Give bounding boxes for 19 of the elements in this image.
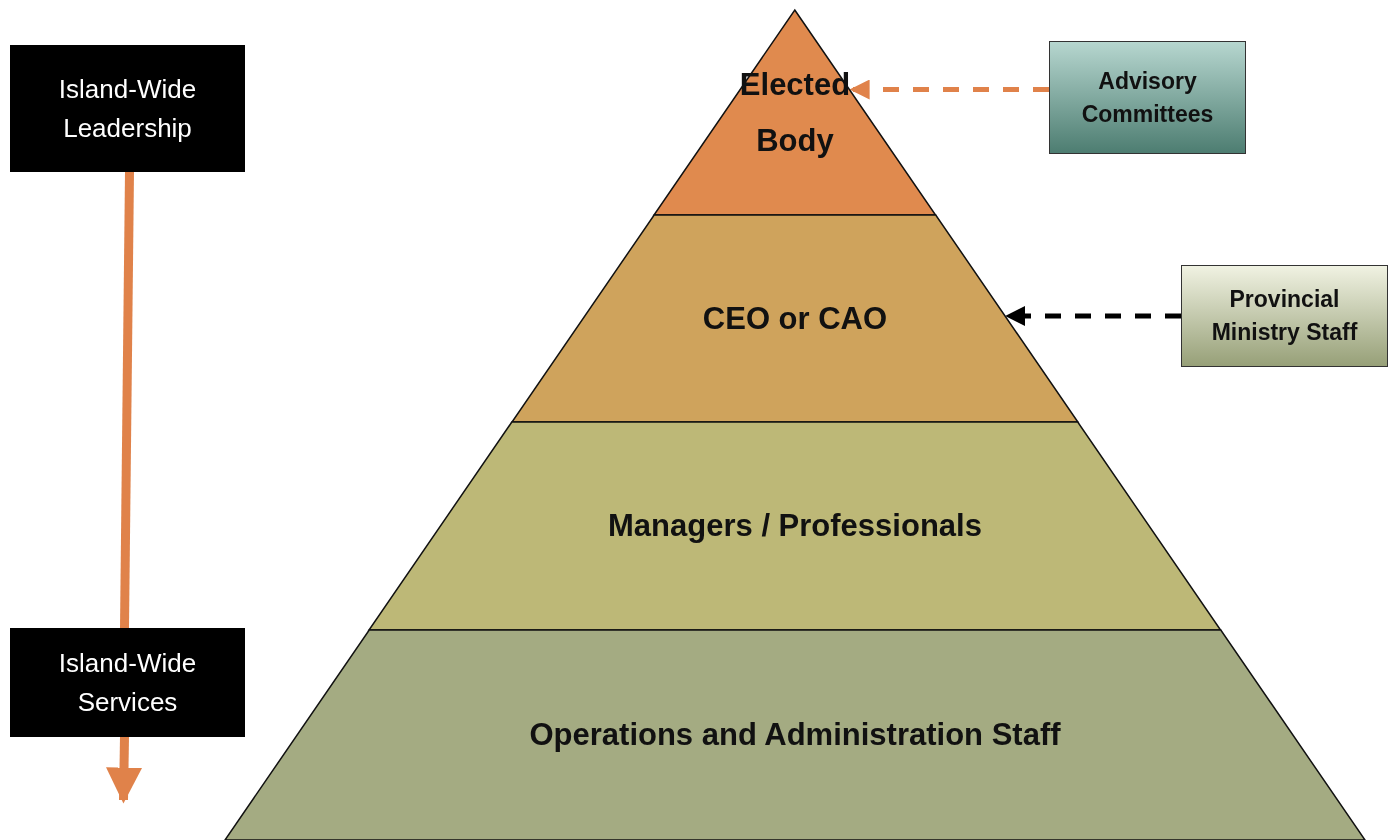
box-label: Island-Wide Services	[57, 646, 198, 719]
tier-label: Operations and Administration Staff	[528, 716, 1062, 754]
tier-label: Managers / Professionals	[607, 507, 983, 545]
connector-line	[120, 171, 134, 629]
arrow	[106, 736, 142, 804]
box-label: Island-Wide Leadership	[57, 72, 198, 145]
tier-label: CEO or CAO	[701, 299, 889, 338]
arrow	[1005, 306, 1181, 326]
side-box	[1181, 265, 1388, 367]
label-box	[10, 628, 245, 737]
box-label: Provincial Ministry Staff	[1210, 285, 1359, 347]
tier-label: Elected Body	[738, 65, 852, 160]
pyramid-tier	[369, 422, 1221, 630]
pyramid-tier	[512, 215, 1078, 422]
box-label: Advisory Committees	[1080, 66, 1215, 129]
arrow	[849, 79, 1049, 100]
side-box	[1049, 41, 1246, 154]
label-box	[10, 45, 245, 172]
pyramid-tier	[225, 630, 1365, 840]
